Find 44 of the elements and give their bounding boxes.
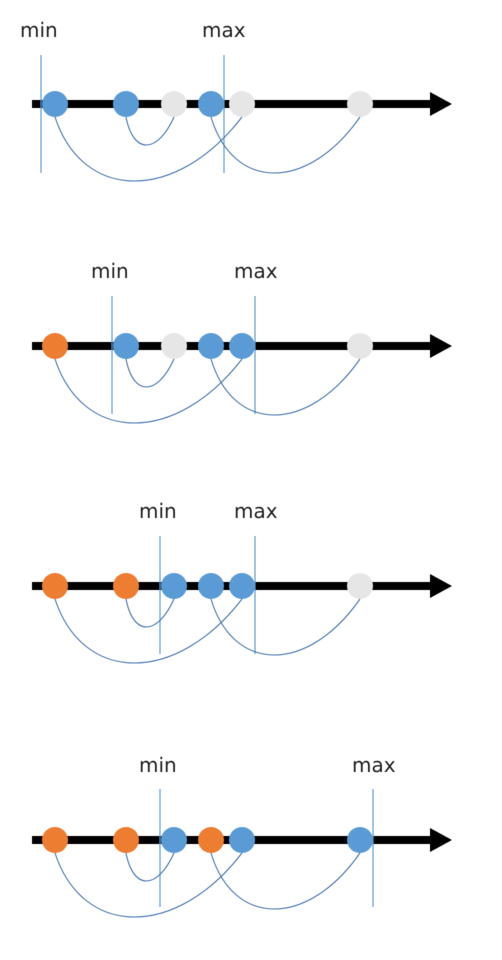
arc-connector (210, 116, 360, 174)
arc-connector (125, 116, 174, 146)
data-point (161, 827, 187, 853)
data-point (347, 573, 373, 599)
data-point (229, 827, 255, 853)
data-point (161, 333, 187, 359)
arc-connector (54, 116, 242, 182)
data-point (198, 91, 224, 117)
data-point (229, 573, 255, 599)
data-point (42, 827, 68, 853)
data-point (198, 333, 224, 359)
arc-connector (54, 598, 242, 664)
data-point (42, 333, 68, 359)
range-label: max (202, 19, 246, 41)
data-point (113, 91, 139, 117)
arc-connector (125, 358, 174, 388)
arc-connector (210, 358, 360, 416)
arc-connector (54, 358, 242, 424)
range-label: max (352, 754, 396, 776)
arc-connector (125, 598, 174, 628)
data-point (42, 573, 68, 599)
data-point (198, 827, 224, 853)
data-point (161, 573, 187, 599)
range-label: min (91, 260, 129, 282)
range-label: max (234, 500, 278, 522)
range-label: min (139, 754, 177, 776)
data-point (161, 91, 187, 117)
arc-connector (210, 852, 360, 910)
range-label: min (139, 500, 177, 522)
arc-connector (125, 852, 174, 882)
data-point (347, 827, 373, 853)
data-point (347, 333, 373, 359)
data-point (113, 333, 139, 359)
range-label: max (234, 260, 278, 282)
data-point (229, 333, 255, 359)
data-point (113, 827, 139, 853)
data-point (229, 91, 255, 117)
data-point (42, 91, 68, 117)
arc-connector (210, 598, 360, 656)
data-point (198, 573, 224, 599)
data-point (113, 573, 139, 599)
arc-connector (54, 852, 242, 918)
data-point (347, 91, 373, 117)
range-label: min (20, 19, 58, 41)
